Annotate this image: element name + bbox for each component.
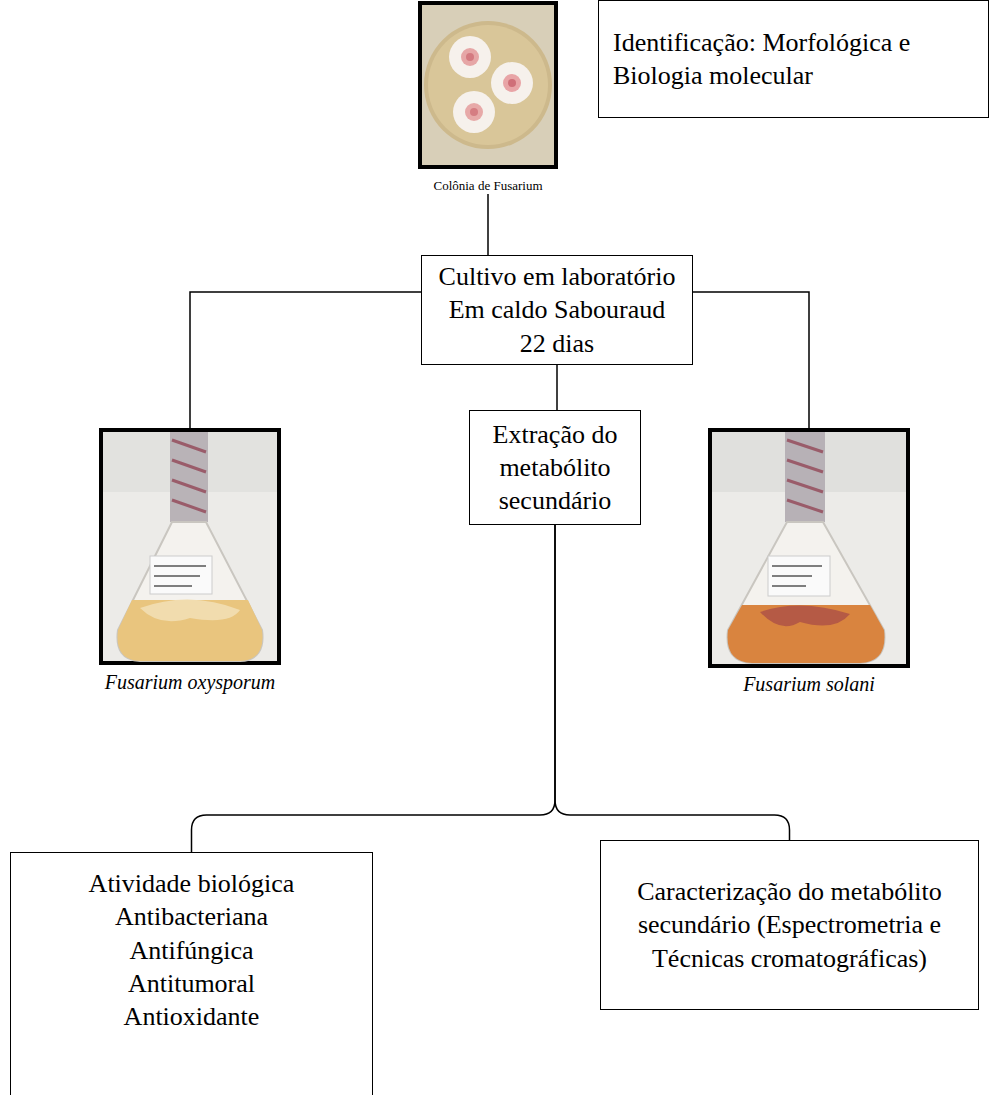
box-text: Antioxidante	[124, 1000, 260, 1033]
flask-photo	[710, 430, 908, 666]
box-text: Identificação: Morfológica e Biologia mo…	[613, 26, 943, 93]
photo-node: Fusarium oxysporum	[90, 428, 290, 694]
box-text: Antibacteriana	[115, 900, 268, 933]
process-box: Cultivo em laboratório Em caldo Sabourau…	[421, 255, 693, 365]
process-box: Identificação: Morfológica e Biologia mo…	[598, 0, 989, 118]
flask-photo	[101, 430, 279, 663]
petri-dish-photo	[420, 3, 556, 167]
photo-caption: Fusarium oxysporum	[105, 670, 276, 694]
box-text: Cultivo em laboratório Em caldo Sabourau…	[436, 260, 678, 360]
photo-node: Fusarium solani	[700, 428, 918, 696]
result-box: Atividade biológicaAntibacterianaAntifún…	[10, 852, 373, 1095]
result-box: Caracterização do metabólito secundário …	[600, 840, 979, 1010]
connector	[190, 292, 421, 428]
connector	[557, 365, 558, 410]
connector	[693, 292, 809, 428]
photo-caption: Colônia de Fusarium	[433, 178, 542, 194]
box-text: Extração do metabólito secundário	[480, 418, 630, 518]
box-text: Antifúngica	[129, 934, 253, 967]
box-text: Atividade biológica	[89, 867, 295, 900]
connector	[488, 194, 489, 255]
box-text: Antitumoral	[128, 967, 255, 1000]
box-text: Caracterização do metabólito secundário …	[631, 875, 948, 975]
photo-node: Colônia de Fusarium	[412, 2, 564, 194]
photo-caption: Fusarium solani	[743, 672, 875, 696]
process-box: Extração do metabólito secundário	[469, 410, 641, 525]
